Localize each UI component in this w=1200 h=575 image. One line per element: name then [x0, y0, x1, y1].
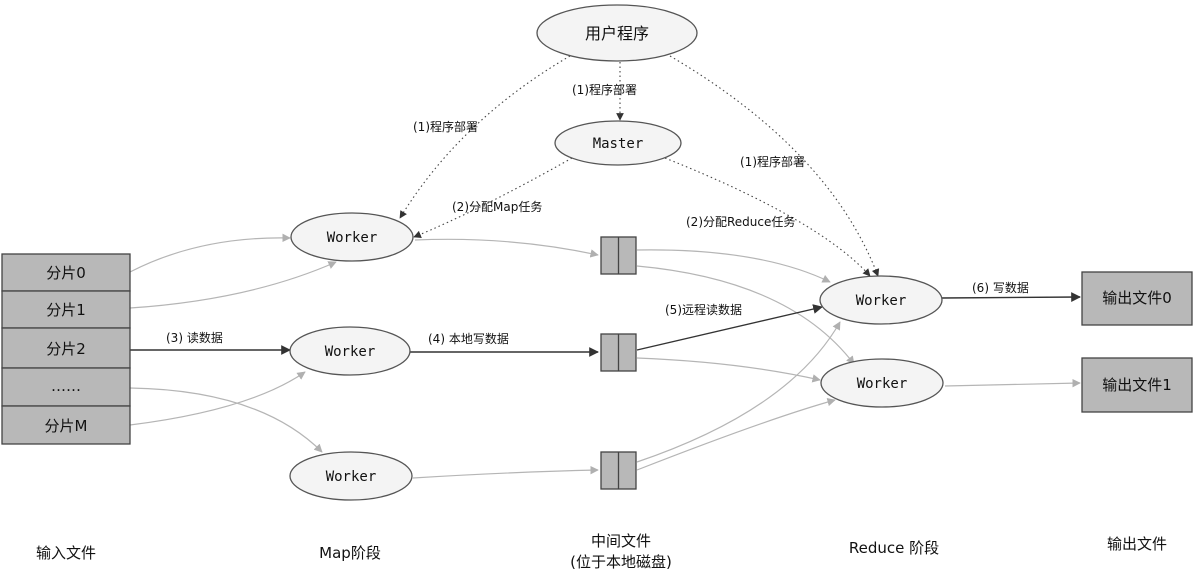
edge-file2-reduce1 [636, 304, 823, 351]
label-local-write: (4) 本地写数据 [428, 331, 509, 346]
edge-assign-map [413, 157, 573, 238]
split-label-1: 分片1 [46, 301, 86, 319]
reduce-worker-1 [819, 275, 943, 325]
edge-split0-worker1 [129, 233, 291, 273]
edge-reduce2-output1 [944, 378, 1081, 388]
edge-deploy-right [669, 55, 880, 277]
label-assign-map: (2)分配Map任务 [452, 199, 542, 214]
label-remote-read: (5)远程读数据 [665, 302, 742, 317]
edge-splitM-worker2 [129, 371, 306, 426]
intermediate-file-1 [600, 236, 637, 275]
label-deploy-right: (1)程序部署 [740, 154, 805, 169]
stage-label-input: 输入文件 [36, 544, 96, 562]
user-program-node [536, 4, 698, 62]
edge-dots-worker3 [129, 387, 323, 453]
split-label-2: 分片2 [46, 340, 86, 358]
stage-label-map: Map阶段 [319, 544, 381, 562]
map-worker-3-label: Worker [326, 469, 377, 485]
edge-file3-reduce1 [636, 321, 841, 463]
output-file-0-label: 输出文件0 [1102, 289, 1172, 307]
master-label: Master [593, 136, 644, 152]
edge-reduce1-output0 [941, 292, 1081, 302]
output-file-1-box [1081, 357, 1193, 413]
reduce-worker-2-label: Worker [857, 376, 908, 392]
intermediate-file-3 [600, 451, 637, 490]
split-box-2 [1, 327, 131, 369]
split-box-ellipsis [1, 367, 131, 407]
split-label-ellipsis: …… [51, 377, 81, 395]
split-box-m [1, 405, 131, 445]
reduce-worker-1-label: Worker [856, 293, 907, 309]
split-label-m: 分片M [45, 417, 88, 435]
master-node [554, 120, 682, 166]
split-label-0: 分片0 [46, 264, 86, 282]
edge-split1-worker1 [129, 261, 337, 309]
map-worker-1 [290, 212, 414, 262]
label-assign-reduce: (2)分配Reduce任务 [686, 214, 795, 229]
label-read-data: (3) 读数据 [166, 330, 223, 345]
map-worker-3 [289, 451, 413, 501]
user-program-label: 用户程序 [585, 24, 649, 43]
edge-file2-reduce2 [636, 357, 821, 383]
split-box-1 [1, 290, 131, 329]
split-box-0 [1, 253, 131, 292]
intermediate-file-2 [600, 333, 637, 372]
output-file-0-box [1081, 271, 1193, 326]
stage-label-intermediate-1: 中间文件 [591, 532, 651, 550]
output-file-1-label: 输出文件1 [1102, 376, 1172, 394]
map-worker-2-label: Worker [325, 344, 376, 360]
stage-label-output: 输出文件 [1107, 535, 1167, 553]
edge-deploy-left [399, 55, 571, 219]
stage-label-intermediate-2: (位于本地磁盘) [570, 553, 672, 571]
map-worker-2 [289, 326, 411, 376]
map-worker-1-label: Worker [327, 230, 378, 246]
edge-file1-reduce2 [636, 265, 855, 365]
edge-worker1-file1 [414, 238, 599, 258]
stage-label-reduce: Reduce 阶段 [849, 539, 939, 557]
edge-worker3-file3 [412, 465, 599, 479]
label-deploy-left: (1)程序部署 [413, 119, 478, 134]
label-write-data: (6) 写数据 [972, 280, 1029, 295]
edge-file3-reduce2 [636, 397, 836, 471]
edge-file1-reduce1 [636, 249, 831, 283]
label-deploy-center: (1)程序部署 [572, 82, 637, 97]
reduce-worker-2 [820, 358, 944, 408]
